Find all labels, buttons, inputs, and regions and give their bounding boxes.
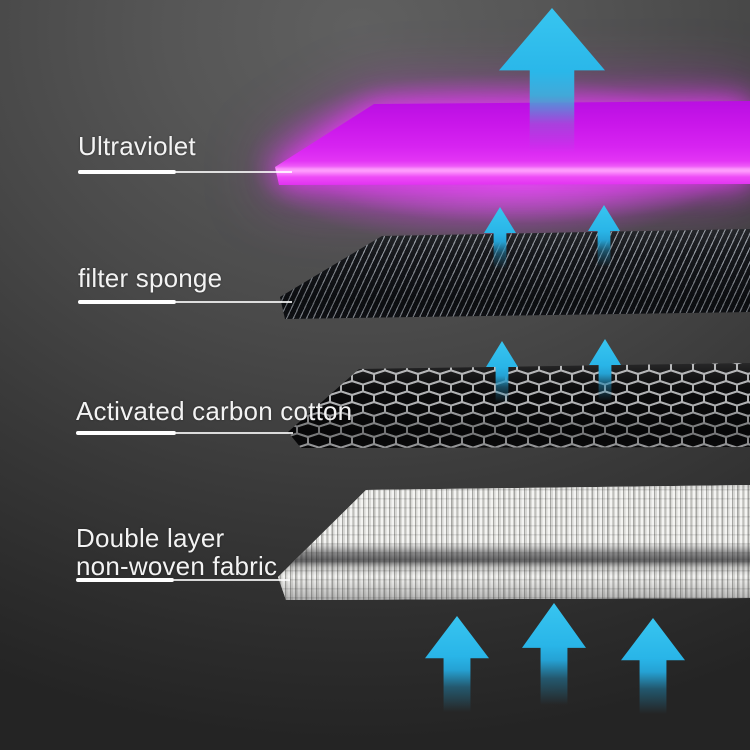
up-arrow-icon	[621, 618, 685, 714]
ultraviolet-layer	[275, 101, 750, 185]
filter-sponge-layer	[280, 229, 750, 319]
up-arrow-icon	[425, 616, 489, 712]
label-line-1: Double layer	[76, 523, 225, 553]
leader-line	[76, 431, 293, 435]
uv-layer-wrap	[270, 95, 750, 195]
layer-label-non-woven-fabric: Double layer non-woven fabric	[76, 524, 277, 580]
label-line-2: non-woven fabric	[76, 551, 278, 581]
leader-line	[76, 578, 290, 582]
layer-label-activated-carbon: Activated carbon cotton	[76, 396, 353, 426]
layer-label-filter-sponge: filter sponge	[78, 263, 223, 293]
leader-line	[78, 170, 292, 174]
non-woven-fabric-layer	[278, 485, 750, 600]
leader-line	[78, 300, 292, 304]
up-arrow-icon	[522, 603, 586, 705]
activated-carbon-layer	[288, 363, 750, 448]
layer-label-ultraviolet: Ultraviolet	[78, 131, 196, 161]
